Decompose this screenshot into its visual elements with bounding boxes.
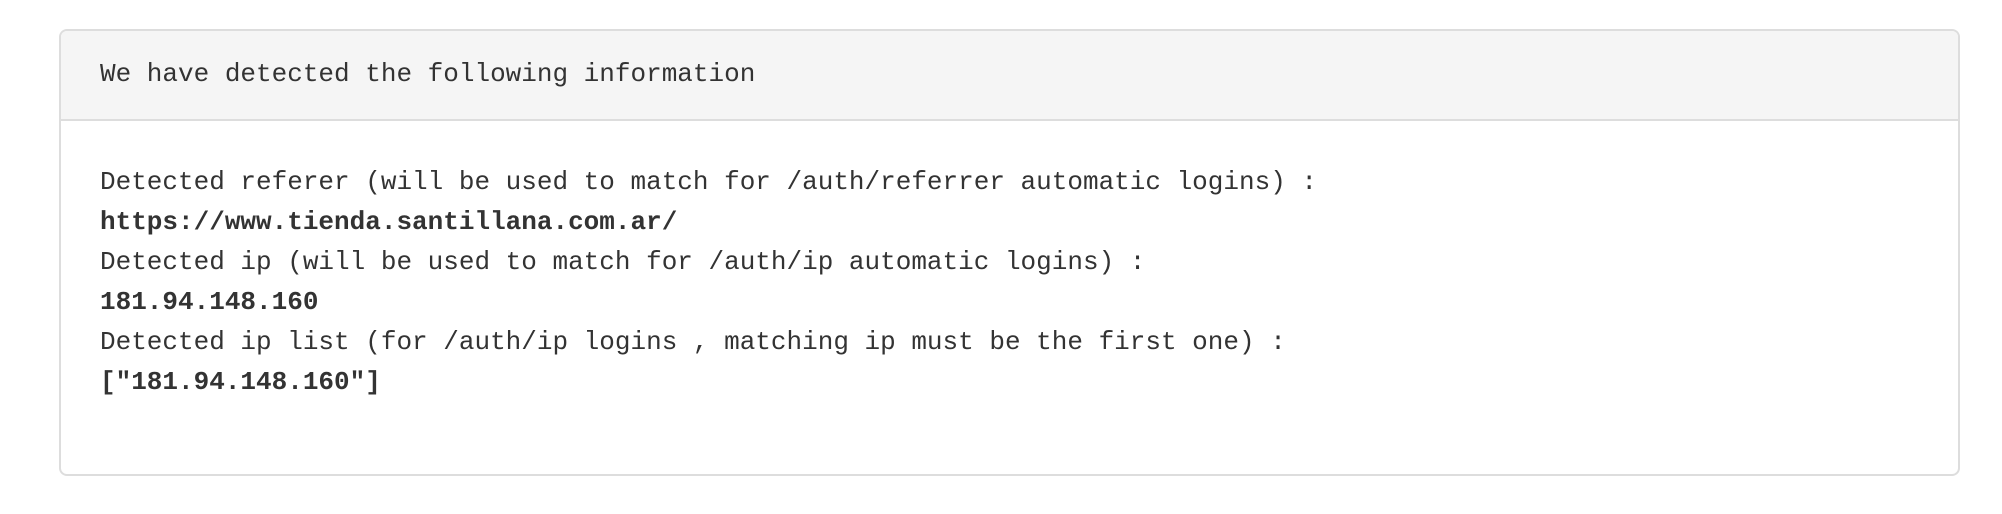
panel-heading: We have detected the following informati… [61,31,1958,121]
panel-title: We have detected the following informati… [100,59,756,89]
detected-info-panel: We have detected the following informati… [59,29,1960,476]
referer-value: https://www.tienda.santillana.com.ar/ [100,207,678,237]
panel-body: Detected referer (will be used to match … [61,121,1958,402]
ip-label: Detected ip (will be used to match for /… [100,247,1146,277]
referer-label: Detected referer (will be used to match … [100,167,1317,197]
ip-list-label: Detected ip list (for /auth/ip logins , … [100,327,1286,357]
ip-value: 181.94.148.160 [100,287,319,317]
ip-list-value: ["181.94.148.160"] [100,367,381,397]
